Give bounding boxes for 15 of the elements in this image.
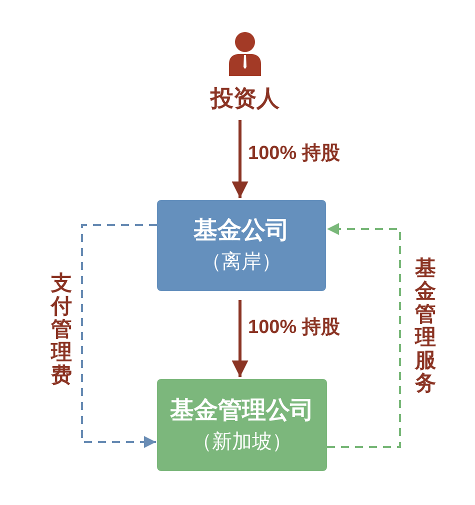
edge-label: 100% 持股 [248, 316, 340, 340]
arrow [232, 120, 248, 198]
edge-label: 基金管理服务 [415, 257, 436, 396]
node-subtitle: （离岸） [202, 250, 282, 275]
node-title: 基金管理公司 [170, 396, 314, 426]
edge-label: 支付管理费 [51, 272, 72, 388]
node-title: 投资人 [210, 84, 280, 112]
node-title: 基金公司 [194, 216, 290, 246]
arrow [327, 223, 401, 448]
edge-label: 100% 持股 [248, 142, 340, 166]
node-subtitle: （新加坡） [192, 430, 292, 454]
company-box [157, 200, 326, 291]
arrow [81, 224, 157, 448]
company-box [157, 379, 327, 471]
arrow [232, 300, 248, 377]
